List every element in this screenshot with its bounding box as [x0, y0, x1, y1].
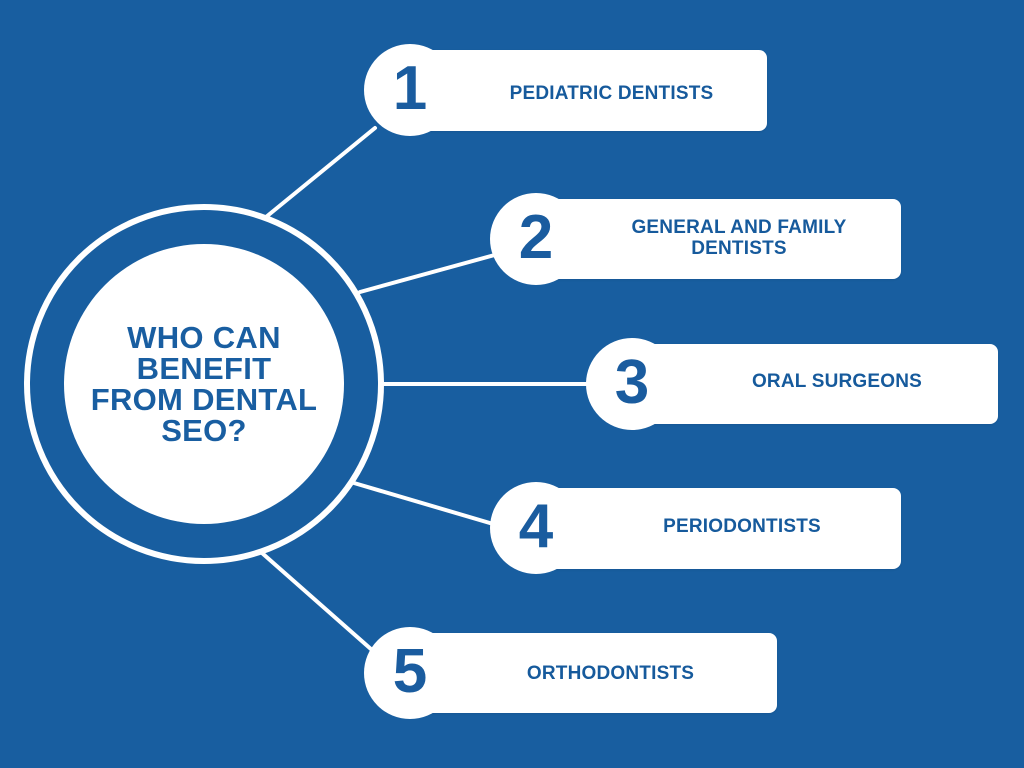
item-number-4: 4 — [518, 492, 554, 561]
item-badge-3: 3 — [586, 338, 678, 430]
item-label-1: PEDIATRIC DENTISTS — [509, 83, 714, 104]
item-card-4 — [535, 488, 901, 569]
item-label-3: ORAL SURGEONS — [751, 371, 923, 392]
item-number-1: 1 — [392, 54, 428, 123]
item-label-4: PERIODONTISTS — [663, 516, 821, 537]
item-card-1 — [404, 50, 767, 131]
item-card-2 — [535, 199, 901, 279]
item-number-5: 5 — [392, 637, 428, 706]
item-number-2: 2 — [518, 203, 554, 272]
item-badge-1: 1 — [364, 44, 456, 136]
connector-line-1 — [264, 126, 377, 219]
item-card-3 — [630, 344, 998, 424]
hub-center: WHO CAN BENEFIT FROM DENTAL SEO? — [64, 244, 344, 524]
connector-line-5 — [260, 551, 374, 652]
item-badge-4: 4 — [490, 482, 582, 574]
connector-line-2 — [358, 251, 504, 294]
item-card-5 — [404, 633, 777, 713]
hub-title: WHO CAN BENEFIT FROM DENTAL SEO? — [90, 320, 318, 448]
connector-line-4 — [352, 481, 502, 528]
item-badge-5: 5 — [364, 627, 456, 719]
hub-outer-ring — [24, 204, 384, 564]
item-label-5: ORTHODONTISTS — [526, 663, 695, 684]
item-badge-2: 2 — [490, 193, 582, 285]
item-label-2: GENERAL AND FAMILY DENTISTS — [631, 217, 847, 259]
item-number-3: 3 — [614, 348, 650, 417]
